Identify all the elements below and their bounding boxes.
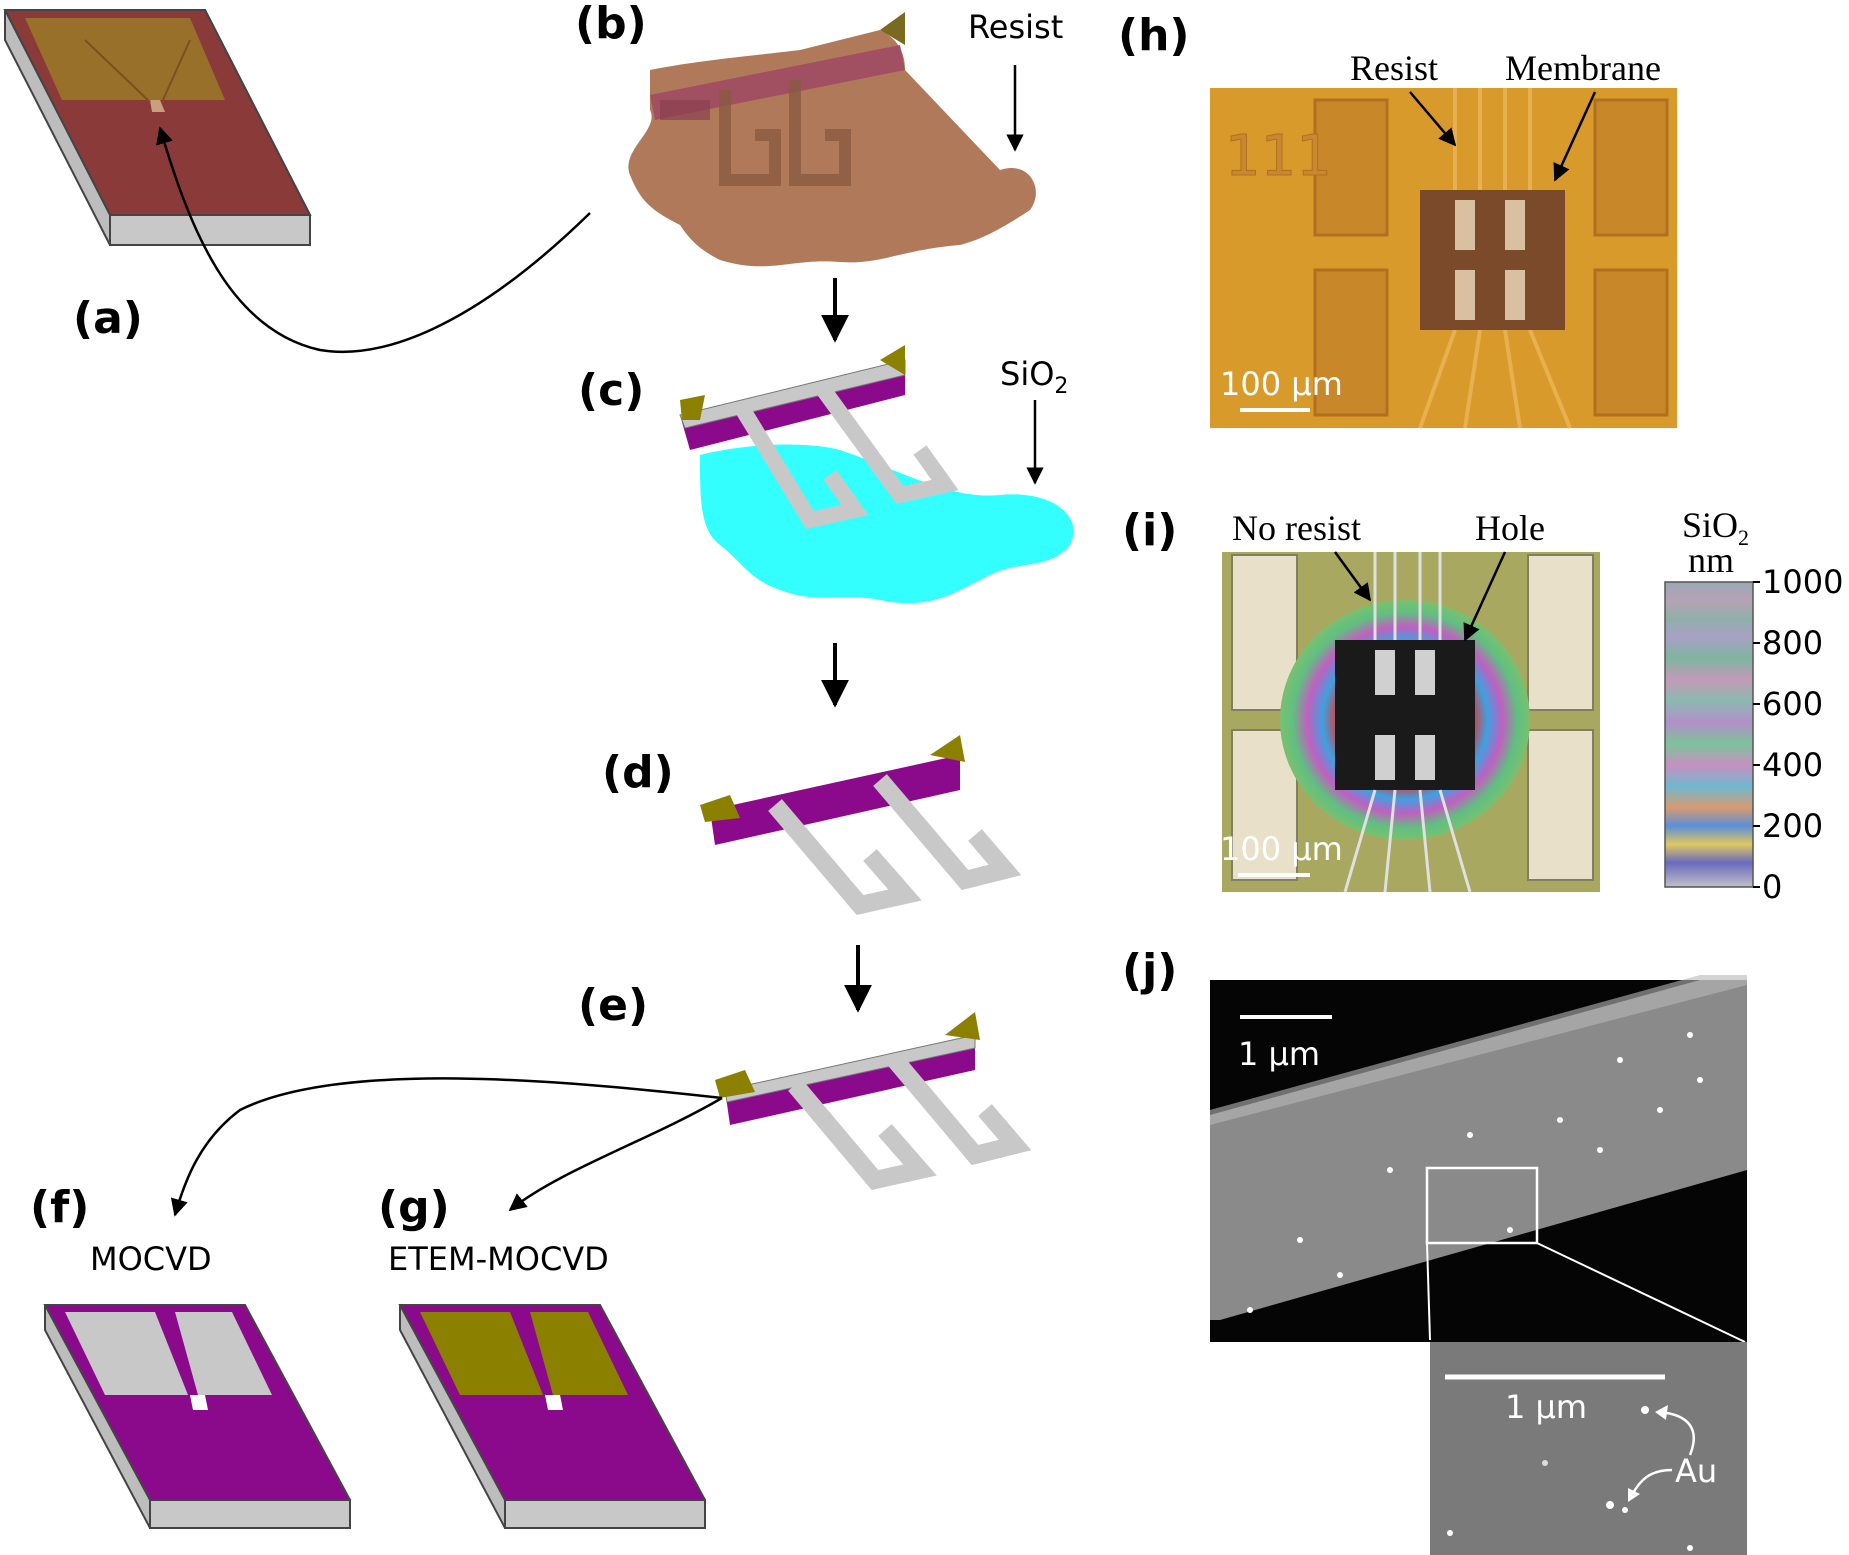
- panel-label-c: (c): [578, 365, 644, 416]
- panel-label-e: (e): [578, 980, 648, 1031]
- mocvd-label: MOCVD: [90, 1240, 212, 1278]
- au-arrowhead-upper: [1655, 1405, 1668, 1420]
- h-membrane-label: Membrane: [1505, 48, 1661, 88]
- structure-d: [700, 735, 1022, 915]
- arrow-e-to-f: [170, 1077, 723, 1217]
- j-au-label: Au: [1675, 1452, 1717, 1490]
- panel-label-f: (f): [30, 1182, 89, 1233]
- au-arrowhead-lower: [1628, 1488, 1640, 1502]
- sem-image-j: [1210, 975, 1747, 1343]
- h-chip-mark: 111: [1225, 124, 1332, 189]
- colorbar-tick-label: 200: [1762, 807, 1823, 845]
- j-scale-label: 1 μm: [1238, 1035, 1320, 1073]
- colorbar-tick-label: 600: [1762, 685, 1823, 723]
- panel-label-b: (b): [575, 0, 647, 49]
- colorbar-tick-label: 400: [1762, 746, 1823, 784]
- sio2-structure-c: [679, 345, 1074, 604]
- i-scale-label: 100 μm: [1220, 830, 1343, 868]
- panel-label-h: (h): [1118, 10, 1190, 61]
- h-scale-label: 100 μm: [1220, 365, 1343, 403]
- h-membrane-arrow: [1553, 91, 1597, 182]
- micrograph-i: [1222, 552, 1600, 893]
- h-resist-label: Resist: [1350, 48, 1438, 88]
- i-no-resist-label: No resist: [1232, 508, 1361, 548]
- resist-structure-b: [628, 12, 1036, 267]
- resist-label-b: Resist: [968, 8, 1063, 46]
- chip-a: [3, 9, 312, 246]
- au-arrow-upper: [1659, 1410, 1695, 1456]
- j-inset-scale-label: 1 μm: [1505, 1388, 1587, 1426]
- colorbar-title: SiO2: [1682, 505, 1749, 550]
- colorbar-tick-label: 1000: [1762, 563, 1843, 601]
- panel-label-i: (i): [1122, 505, 1177, 556]
- arrow-b-to-a: [156, 126, 591, 354]
- chip-g: [398, 1304, 706, 1529]
- sio2-colorbar: SiO2 nm 1000 800 600 400 200 0: [1664, 505, 1843, 906]
- i-hole-label: Hole: [1475, 508, 1545, 548]
- h-resist-arrow: [1409, 91, 1457, 147]
- colorbar-bar: [1664, 581, 1754, 888]
- panel-label-j: (j): [1122, 945, 1177, 996]
- colorbar-ticks: 1000 800 600 400 200 0: [1753, 563, 1843, 906]
- arrow-e-to-g: [508, 1096, 723, 1212]
- colorbar-tick-label: 0: [1762, 868, 1782, 906]
- etem-mocvd-label: ETEM-MOCVD: [388, 1240, 609, 1278]
- colorbar-tick-label: 800: [1762, 624, 1823, 662]
- i-no-resist-arrow: [1333, 551, 1372, 602]
- sio2-label-c: SiO2: [1000, 355, 1068, 399]
- colorbar-unit: nm: [1688, 540, 1734, 580]
- panel-label-g: (g): [378, 1182, 450, 1233]
- structure-e: [715, 1012, 1032, 1190]
- panel-label-a: (a): [73, 293, 143, 344]
- panel-label-d: (d): [602, 747, 674, 798]
- i-hole-arrow: [1463, 551, 1507, 642]
- sem-inset-j: [1430, 1342, 1747, 1555]
- chip-f: [43, 1304, 351, 1529]
